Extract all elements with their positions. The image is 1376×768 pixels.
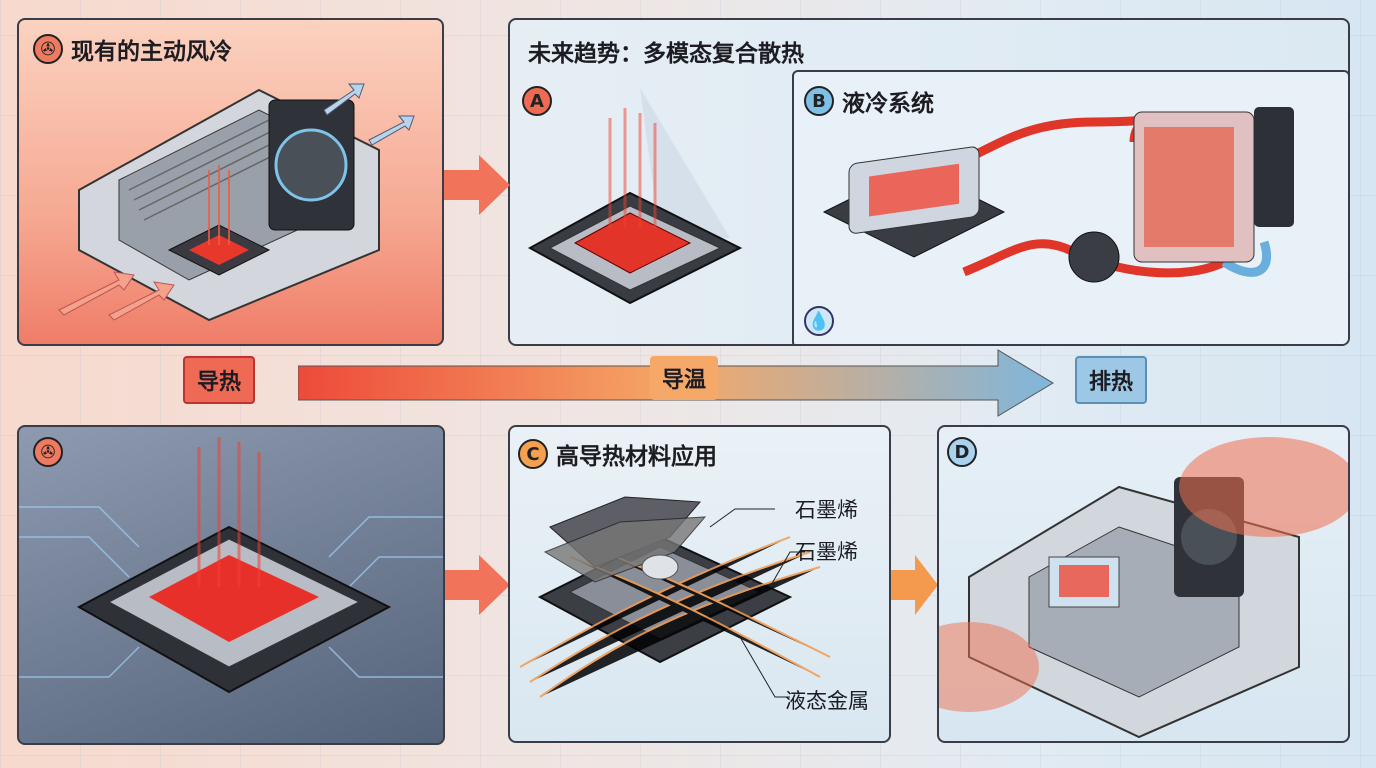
panel-chip-heat: ✇ bbox=[17, 425, 445, 745]
chip-heat-illustration bbox=[527, 88, 743, 305]
title-text: 现有的主动风冷 bbox=[71, 39, 232, 65]
materials-illustration bbox=[519, 496, 831, 698]
panel-future-trend: 未来趋势：多模态复合散热 A B 液冷系统 💧 bbox=[508, 18, 1350, 346]
label-graphene-2: 石墨烯 bbox=[795, 540, 858, 564]
label-graphene-1: 石墨烯 bbox=[795, 498, 858, 522]
arrow-right-icon bbox=[444, 155, 510, 215]
label-exhaust: 排热 bbox=[1075, 356, 1148, 404]
arrow-right-icon bbox=[444, 555, 510, 615]
badge-c: C bbox=[518, 439, 548, 469]
panel-title: 未来趋势：多模态复合散热 bbox=[528, 34, 804, 68]
liquid-cooling-illustration bbox=[822, 107, 1294, 283]
chip-illustration bbox=[19, 437, 443, 694]
arrow-right-icon bbox=[890, 555, 938, 615]
label-temp: 导温 bbox=[650, 356, 719, 400]
fan-icon: ✇ bbox=[33, 437, 63, 467]
panel-active-air-cooling: ✇ 现有的主动风冷 bbox=[17, 18, 444, 346]
subpanel-title: B 液冷系统 bbox=[804, 84, 934, 118]
label-liquid-metal: 液态金属 bbox=[785, 689, 869, 713]
badge-a: A bbox=[522, 86, 552, 116]
fan-icon: ✇ bbox=[33, 34, 63, 64]
badge-b: B bbox=[804, 86, 834, 116]
badge-d: D bbox=[947, 437, 977, 467]
label-conduct: 导热 bbox=[183, 356, 256, 404]
title-text: 高导热材料应用 bbox=[556, 444, 717, 470]
title-text: 液冷系统 bbox=[842, 91, 934, 117]
pc-case-illustration bbox=[939, 437, 1348, 739]
title-text: 未来趋势：多模态复合散热 bbox=[528, 41, 804, 67]
panel-title: ✇ 现有的主动风冷 bbox=[33, 32, 232, 66]
panel-system-exhaust: D bbox=[937, 425, 1350, 743]
subpanel-liquid-cooling: B 液冷系统 💧 bbox=[792, 70, 1348, 344]
panel-title: C 高导热材料应用 bbox=[518, 437, 717, 471]
water-drop-icon: 💧 bbox=[804, 306, 834, 336]
panel-high-conductivity-materials: C 高导热材料应用 石墨烯 石墨烯 液态金属 bbox=[508, 425, 891, 743]
air-cooler-illustration bbox=[58, 83, 415, 322]
